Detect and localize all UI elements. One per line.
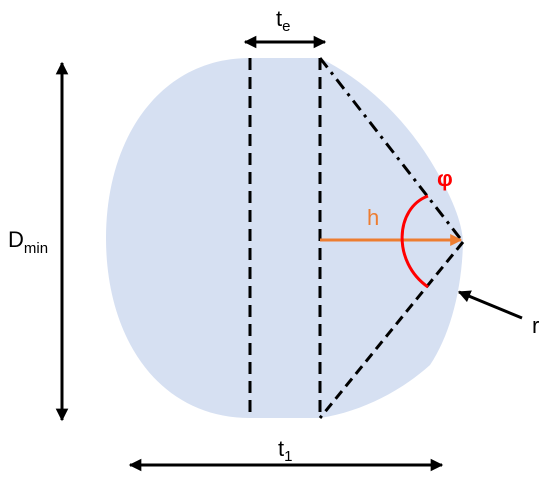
r-label: r	[532, 313, 539, 338]
phi-arc	[400, 194, 429, 289]
dmin-label: Dmin	[8, 227, 48, 257]
dmin-label-main: D	[8, 227, 24, 252]
r-pointer-arrow	[457, 290, 523, 320]
dmin-label-sub: min	[24, 240, 48, 257]
te-label: te	[276, 6, 290, 35]
h-label: h	[367, 205, 379, 230]
body-shape	[106, 58, 463, 418]
te-label-main: t	[276, 6, 282, 31]
t1-label-main: t	[278, 436, 284, 461]
phi-label: φ	[437, 166, 453, 191]
t1-label: t1	[278, 436, 292, 465]
lower-dashed-line	[318, 241, 465, 419]
te-label-sub: e	[282, 18, 290, 35]
upper-dash-dot-line	[318, 57, 465, 243]
t1-label-sub: 1	[284, 448, 292, 465]
